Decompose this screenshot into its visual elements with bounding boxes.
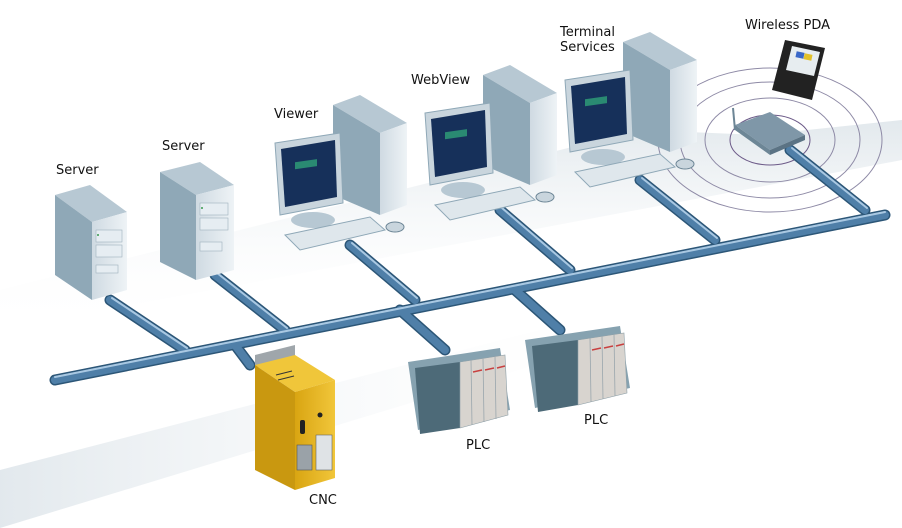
pda-icon[interactable] — [772, 40, 825, 100]
monitor-screen — [281, 140, 337, 207]
label-server-2: Server — [162, 139, 205, 154]
workstation-webview[interactable] — [424, 65, 557, 221]
workstation-terminal-services[interactable] — [564, 32, 697, 188]
wireless-access-point[interactable] — [732, 107, 805, 155]
label-terminal-services-line2: Services — [560, 40, 615, 55]
server-1[interactable] — [55, 185, 127, 300]
label-cnc: CNC — [309, 493, 337, 508]
label-server-1: Server — [56, 163, 99, 178]
workstation-viewer[interactable] — [274, 95, 407, 251]
monitor-screen — [431, 110, 487, 177]
label-terminal-services-line1: Terminal — [560, 25, 615, 40]
label-plc-1: PLC — [466, 438, 491, 453]
plc-2[interactable] — [525, 326, 630, 412]
mouse-icon — [675, 158, 695, 170]
mouse-icon — [385, 221, 405, 233]
server-2[interactable] — [160, 162, 234, 280]
label-wireless-pda: Wireless PDA — [745, 18, 831, 33]
label-viewer: Viewer — [274, 107, 319, 122]
mouse-icon — [535, 191, 555, 203]
plc-1[interactable] — [408, 348, 510, 434]
keyboard-icon — [573, 153, 677, 188]
keyboard-icon — [433, 186, 537, 221]
monitor-screen — [571, 77, 627, 144]
label-plc-2: PLC — [584, 413, 609, 428]
keyboard-icon — [283, 216, 387, 251]
label-webview: WebView — [411, 73, 471, 88]
cnc-unit[interactable] — [255, 345, 335, 490]
network-cables — [49, 144, 891, 386]
